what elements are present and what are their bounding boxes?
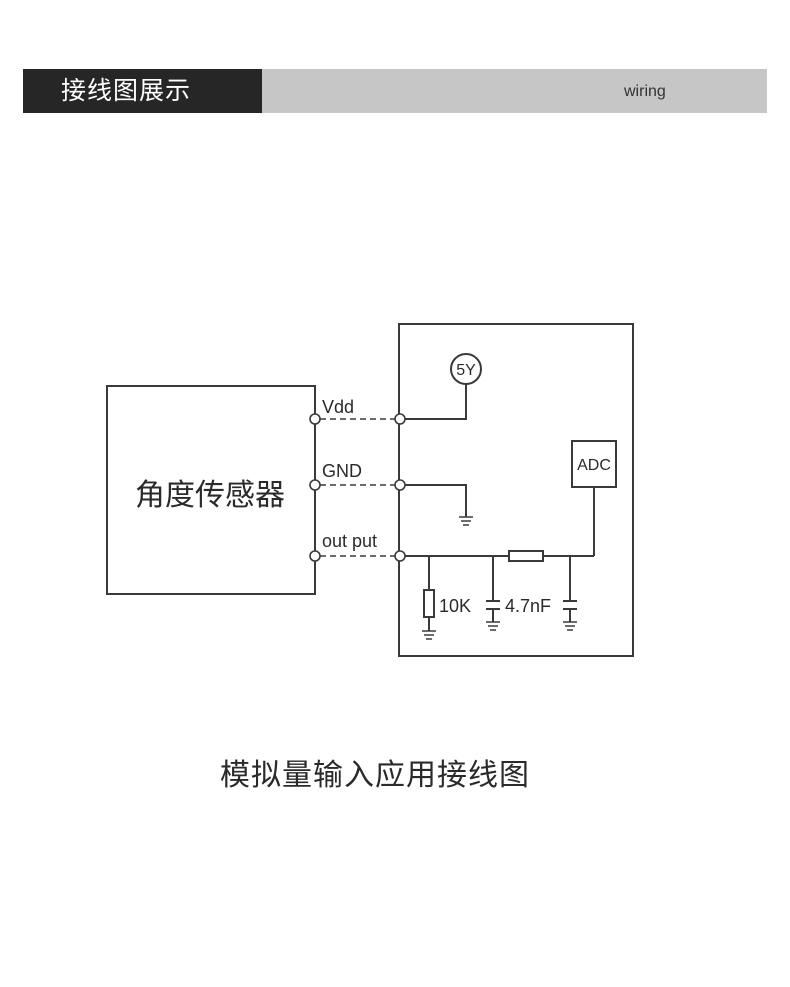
ground-symbol-cap1 [486, 621, 500, 631]
ground-symbol-resistor [422, 630, 436, 640]
series-resistor [508, 550, 544, 562]
pin-label-vdd: Vdd [322, 397, 354, 417]
pin-label-gnd: GND [322, 461, 362, 481]
sensor-label: 角度传感器 [135, 478, 285, 513]
section-subtitle: wiring [624, 83, 666, 100]
controller-gnd-terminal [394, 479, 406, 491]
header-title-block: 接线图展示 [23, 69, 262, 113]
pin-label-output: out put [322, 531, 377, 551]
sensor-gnd-terminal [309, 479, 321, 491]
capacitor-label: 4.7nF [505, 596, 551, 616]
sensor-vdd-terminal [309, 413, 321, 425]
controller-output-terminal [394, 550, 406, 562]
supply-symbol [450, 353, 482, 385]
sensor-output-terminal [309, 550, 321, 562]
resistor-label: 10K [439, 596, 471, 616]
supply-wire [405, 384, 467, 420]
supply-label: 5Y [456, 362, 476, 379]
adc-box [571, 440, 617, 488]
gnd-inner-wire [405, 484, 467, 517]
pulldown-resistor [423, 589, 435, 618]
ground-symbol-cap2 [563, 621, 577, 631]
section-header: 接线图展示 wiring [23, 69, 767, 113]
diagram-caption: 模拟量输入应用接线图 [220, 758, 530, 793]
section-title: 接线图展示 [61, 76, 192, 105]
adc-label: ADC [577, 457, 611, 474]
ground-symbol-gnd [459, 516, 473, 526]
controller-vdd-terminal [394, 413, 406, 425]
